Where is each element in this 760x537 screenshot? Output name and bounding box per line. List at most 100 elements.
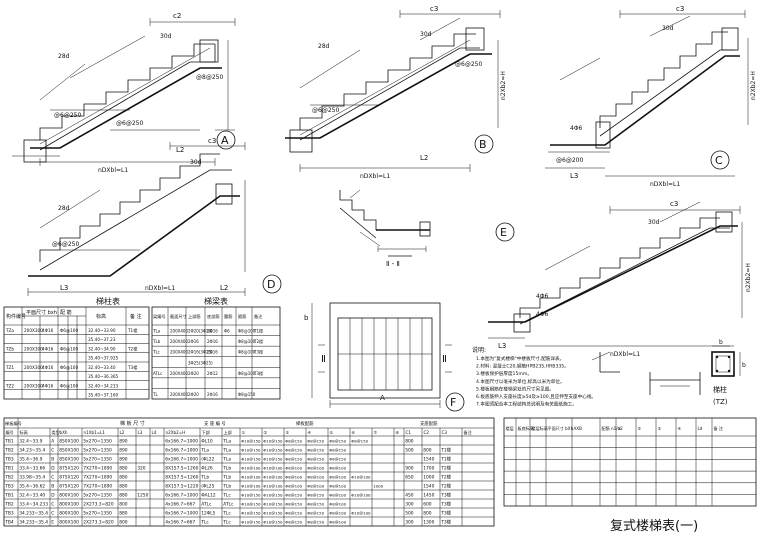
- t1-cell: 35.40~37.160: [88, 393, 118, 398]
- a-dim-top: c2: [173, 12, 181, 20]
- big-cell: 5x270=1350: [83, 438, 112, 444]
- big-cell: Φ10@150: [241, 456, 261, 461]
- big-cell: TB3: [4, 510, 14, 516]
- big-cell: 300: [405, 501, 414, 507]
- big-cell: Φ8@150: [307, 492, 324, 497]
- t1-cell: 4Φ16: [42, 365, 54, 370]
- column-table-title: 梯柱表: [96, 296, 120, 306]
- big-cell: 34.233~35.4: [19, 510, 48, 516]
- stair-section-e: c3 30d 4Φ6 4Φ6 L3 nDXbl=L1 n2Xb2=H E: [488, 200, 752, 358]
- plan-ii-right: Ⅱ: [442, 354, 447, 365]
- big-cell: TB1: [4, 492, 14, 498]
- big-cell: T3楼: [440, 509, 451, 516]
- right-head: 平面尺寸 bXh: [548, 425, 574, 431]
- note-line: 1.本图为"复式楼梯"中楼板尺寸,配筋详表。: [476, 355, 564, 362]
- big-cell: Φ8@150: [329, 438, 346, 443]
- t2-cell: 2Φ20: [188, 371, 199, 376]
- column-detail: b b 梯柱 (TZ): [591, 339, 746, 406]
- big-cell: Φ8@100: [329, 474, 346, 479]
- d-bottom-dim: L3: [60, 284, 68, 292]
- big-cell: Φ10@150: [241, 501, 261, 506]
- big-cell: T2楼: [440, 464, 451, 471]
- big-cell: Φ10@150: [241, 510, 261, 515]
- big-cell: Φ8@150: [285, 492, 302, 497]
- big-cell: 33.4~34.233: [19, 501, 48, 507]
- big-cell: 500: [405, 447, 414, 453]
- c-section-letter: C: [715, 154, 723, 167]
- a-rebar-b: @8@250: [196, 74, 223, 81]
- c-rebar-a: 4Φ6: [570, 125, 583, 132]
- t2-head: 上部筋: [188, 313, 201, 320]
- big-cell: 1540: [423, 483, 434, 489]
- b-vert-dim: n2Xb2=H: [500, 71, 507, 100]
- big-cell: 1000: [373, 483, 383, 488]
- section-ii-label: Ⅱ - Ⅱ: [386, 260, 400, 268]
- big-cell: Φ8@150: [285, 519, 302, 524]
- big-cell: 850X100: [59, 456, 79, 462]
- b-rebar-c: @6@250: [312, 107, 339, 114]
- big-cell: Φ8@100: [329, 483, 346, 488]
- big-cell: 800: [119, 501, 128, 507]
- big-cell: Φ10@100: [241, 483, 261, 488]
- stair-plan-f: Ⅱ Ⅱ b A F: [304, 302, 465, 412]
- big-cell: Φ8@150: [307, 438, 324, 443]
- big-head: n2Xb2=H: [166, 430, 186, 435]
- big-cell: Φ10@100: [351, 510, 371, 515]
- big-cell: 12ΦL5: [201, 510, 215, 516]
- t2-cell: 2Φ16(3Φ25): [188, 350, 213, 355]
- t2-head: 截面尺寸: [170, 313, 187, 320]
- big-cell: Φ8@150: [307, 447, 324, 452]
- big-cell: 2X273.3=820: [83, 519, 114, 525]
- t1-cell: Φ6@100: [60, 365, 78, 370]
- big-cell: Φ8@150: [307, 519, 324, 524]
- t2-head: 梁编号: [153, 313, 166, 320]
- big-cell: Φ10@150: [241, 492, 261, 497]
- big-cell: TB3: [4, 483, 14, 489]
- c-bottom-dim: L3: [570, 172, 578, 180]
- t1-cell: 35.40~37.925: [88, 356, 118, 361]
- stair-section-a: c2 30d 28d @8@250 @6@250 @6@250 nDXbl=L1…: [12, 12, 236, 174]
- big-cell: 1300: [423, 519, 434, 525]
- big-cell: ATLc: [223, 501, 234, 507]
- stair-section-c: c3 30d 4Φ6 @6@200 L3 nDXbl=L1 n2Xb2=H C: [545, 5, 757, 188]
- t2-cell: T2楼: [253, 338, 263, 344]
- e-dim-30d: 30d: [648, 219, 660, 226]
- t2-cell: T1楼: [253, 328, 263, 334]
- big-cell: ΦAL12: [201, 492, 216, 498]
- t2-cell: 2Φ16: [188, 339, 199, 344]
- big-cell: 33.98~35.4: [19, 474, 45, 480]
- t2-head: 腰筋: [224, 313, 232, 320]
- big-cell: 6x166.7=1000: [165, 456, 198, 462]
- t1-h1: 平面尺寸 bxh: [26, 309, 57, 316]
- big-head: C2: [424, 430, 430, 435]
- t2-cell: 2Φ16: [207, 392, 218, 397]
- big-cell: Φ10@100: [351, 492, 371, 497]
- big-cell: Φ10@150: [263, 438, 283, 443]
- big-cell: 850X100: [59, 438, 79, 444]
- t2-cell: TLb: [152, 339, 161, 344]
- d-right-dim: L2: [220, 284, 228, 292]
- b-dim-30d: 30d: [420, 31, 432, 38]
- plan-b-label: b: [304, 314, 309, 322]
- big-cell: 2X273.3=820: [83, 501, 114, 507]
- t2-cell: 200X400: [170, 392, 188, 397]
- big-cell: TLa: [200, 447, 209, 453]
- t2-cell: 2Φ16: [207, 329, 218, 334]
- b-rebar-b: @6@250: [455, 61, 482, 68]
- big-cell: 33.4~33.66: [19, 465, 45, 471]
- right-head: ①: [618, 426, 622, 431]
- e-vert-dim: n2Xb2=H: [745, 263, 752, 292]
- stair-section-d: c3 30d 28d @6@250 L3 nDXbl=L1 L2 D: [27, 137, 282, 296]
- big-cell: Φ10@150: [241, 447, 261, 452]
- t2-cell: T3楼: [253, 370, 263, 376]
- big-cell: TLc: [222, 492, 231, 498]
- big-cell: TB2: [4, 474, 14, 480]
- t2-cell: 2Φ16: [207, 339, 218, 344]
- big-cell: 600: [423, 501, 432, 507]
- t2-cell: T3楼: [253, 349, 263, 355]
- big-cell: 6x166.7=1000: [165, 447, 198, 453]
- big-head: ⑦: [374, 430, 378, 435]
- big-cell: Φ8@150: [307, 456, 324, 461]
- a-rebar-c: @6@250: [54, 112, 81, 119]
